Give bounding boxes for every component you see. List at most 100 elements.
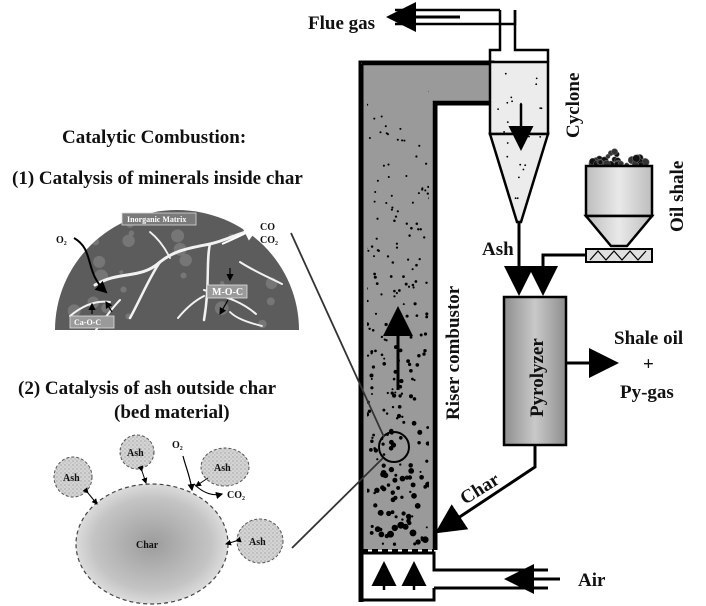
riser-particle	[428, 197, 429, 200]
co-label: CO	[260, 222, 275, 233]
riser-particle	[374, 487, 380, 494]
riser-particle	[399, 127, 402, 130]
riser-particle	[419, 333, 423, 337]
riser-particle	[425, 441, 429, 446]
riser-particle	[401, 139, 404, 142]
mineral-catalysis-inset: Inorganic Matrix M-O-C Ca-O-C O₂ CO CO₂	[55, 210, 299, 330]
riser-particle	[380, 335, 384, 339]
cyclone-particle	[539, 136, 542, 138]
riser-particle	[426, 192, 429, 195]
riser-particle	[374, 526, 381, 533]
riser-particle	[412, 286, 415, 289]
riser-particle	[390, 194, 393, 197]
oil-shale-lump	[597, 159, 604, 165]
riser-particle	[367, 354, 370, 357]
riser-particle	[370, 386, 374, 390]
riser-particle	[382, 408, 386, 412]
riser-particle	[424, 189, 427, 192]
riser-particle	[381, 463, 386, 468]
riser-particle	[383, 357, 386, 360]
riser-particle	[409, 490, 412, 494]
riser-particle	[404, 282, 408, 286]
riser-particle	[386, 133, 390, 136]
mineral-particle	[120, 286, 127, 293]
riser-particle	[392, 542, 397, 546]
riser-particle	[380, 293, 383, 296]
riser-particle	[405, 174, 408, 178]
riser-particle	[376, 179, 379, 182]
riser-particle	[414, 280, 418, 283]
riser-particle	[396, 138, 399, 141]
riser-particle	[393, 369, 398, 374]
riser-combustor-label: Riser combustor	[443, 285, 464, 420]
riser-particle	[382, 164, 385, 167]
ash-co2-label: CO₂	[227, 490, 245, 501]
mineral-particle	[122, 234, 135, 247]
riser-particle	[385, 339, 388, 342]
riser-particle	[375, 237, 378, 240]
riser-particle	[408, 467, 415, 474]
mineral-particle	[180, 272, 187, 279]
ash-top-label: Ash	[127, 448, 144, 459]
cyclone-particle	[506, 121, 509, 123]
mineral-particle	[258, 319, 267, 329]
riser-particle	[390, 490, 396, 495]
riser-particle	[390, 208, 393, 211]
riser-particle	[426, 426, 429, 429]
cyclone-particle	[524, 164, 527, 167]
cyclone-particle	[518, 176, 520, 179]
riser-particle	[385, 201, 388, 205]
mineral-particle	[119, 270, 124, 275]
riser-particle	[386, 255, 390, 258]
riser-particle	[419, 228, 422, 231]
riser-particle	[380, 115, 383, 118]
riser-particle	[370, 524, 374, 528]
cyclone-particle	[535, 83, 538, 86]
shale-oil-label: Shale oil	[614, 328, 683, 349]
ash-particle-upper-right	[200, 447, 250, 487]
riser-particle	[386, 510, 392, 517]
riser-particle	[375, 282, 379, 285]
riser-particle	[370, 350, 374, 354]
riser-particle	[379, 131, 382, 134]
riser-particle	[415, 363, 420, 367]
riser-particle	[407, 362, 412, 367]
riser-particle	[385, 412, 389, 415]
riser-particle	[367, 249, 370, 252]
riser-particles	[367, 90, 429, 546]
ash-right-exchange-arrow	[225, 536, 242, 546]
riser-particle	[405, 222, 408, 225]
cyclone-body	[488, 60, 550, 136]
hopper-cone	[583, 214, 655, 248]
riser-particle	[376, 249, 380, 252]
riser-particle	[428, 314, 429, 316]
char-return-line	[434, 445, 537, 534]
riser-particle	[428, 90, 429, 93]
riser-particle	[395, 246, 399, 249]
riser-particle	[396, 485, 401, 490]
site-arrow-4	[105, 300, 113, 313]
riser-particle	[415, 263, 418, 267]
riser-particle	[381, 486, 387, 492]
riser-particle	[402, 303, 405, 306]
py-gas-label: Py-gas	[620, 382, 674, 403]
bed-material-subheading: (bed material)	[114, 402, 230, 423]
riser-particle	[394, 215, 398, 218]
riser-particle	[425, 162, 428, 165]
riser-particle	[368, 327, 371, 331]
riser-particle	[402, 420, 406, 424]
riser-particle	[411, 377, 414, 381]
riser-particle	[417, 353, 421, 358]
riser-particle	[399, 463, 402, 466]
riser-particle	[373, 117, 376, 120]
riser-particle	[367, 299, 369, 303]
riser-particle	[390, 497, 396, 503]
magnifier-circle	[378, 431, 410, 463]
riser-particle	[415, 222, 419, 225]
riser-particle	[367, 322, 370, 326]
riser-particle	[418, 144, 421, 147]
char-particle-label: Char	[136, 540, 159, 551]
riser-particle	[376, 458, 379, 461]
cyclone-particle	[540, 107, 543, 110]
